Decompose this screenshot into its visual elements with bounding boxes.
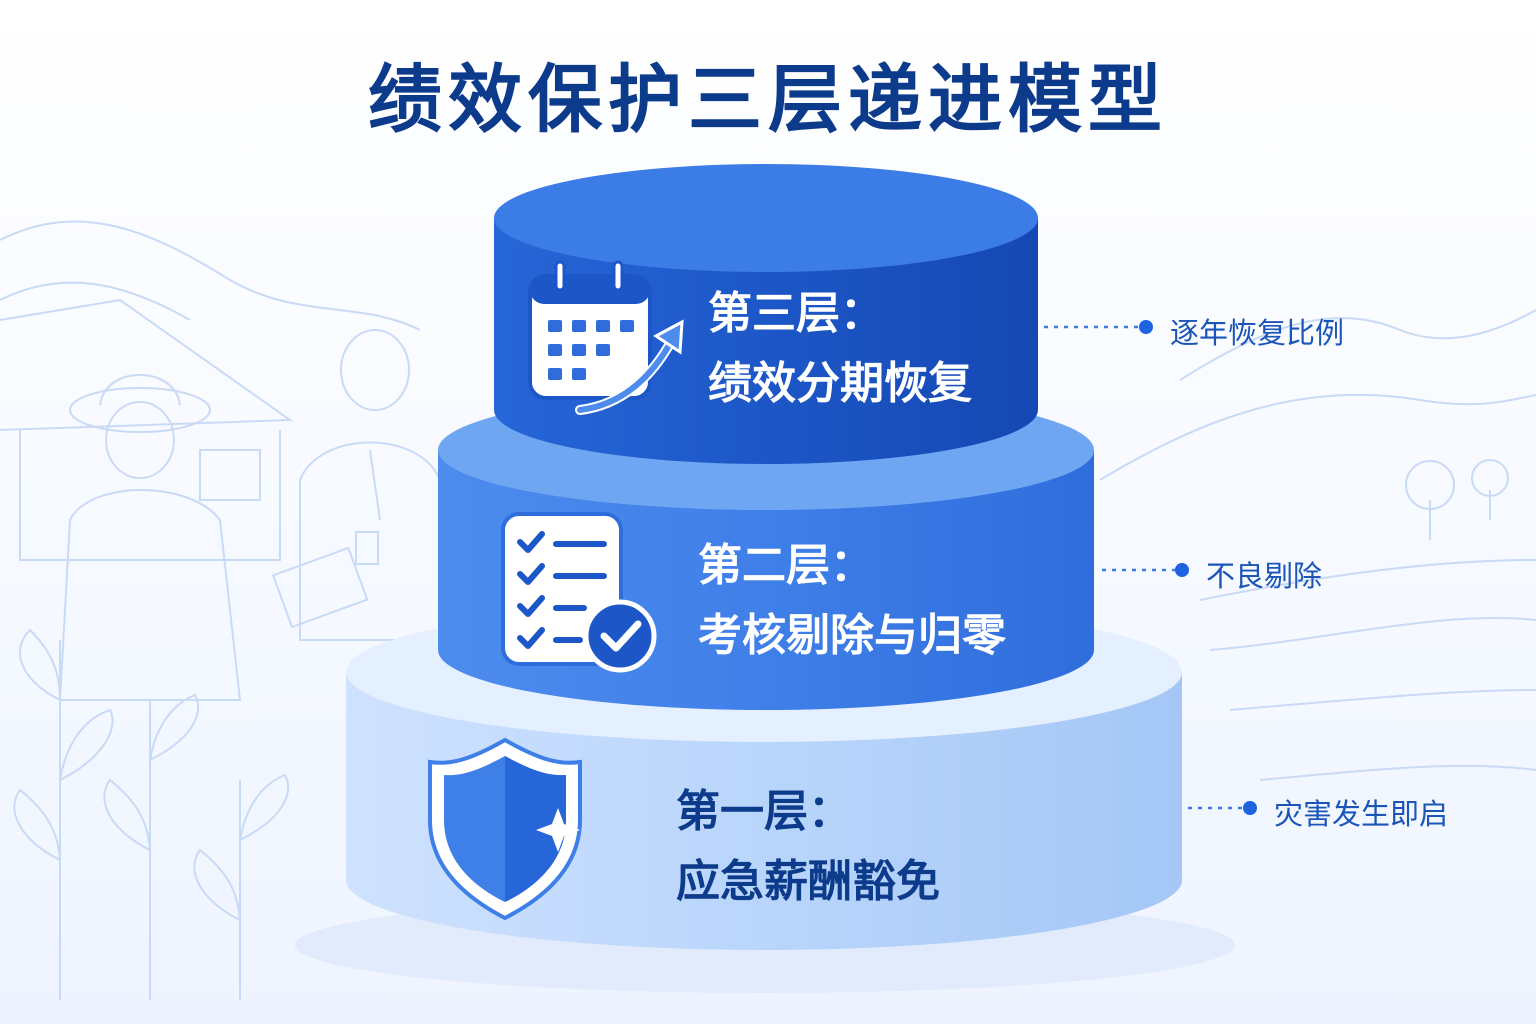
farmer-hat-brim xyxy=(69,387,211,433)
tree-crown xyxy=(1471,459,1509,497)
tier-3-label: 第三层： 绩效分期恢复 xyxy=(708,292,972,406)
plant-leaf xyxy=(59,708,114,781)
farmer-body xyxy=(58,489,242,701)
tier-3-connector xyxy=(1044,320,1153,334)
farmer-hat-top xyxy=(99,374,181,406)
tier-2-label: 第二层： 考核剔除与归零 xyxy=(698,544,1006,658)
terrace-line xyxy=(1229,689,1536,711)
tree-crown xyxy=(1405,460,1455,510)
plant-leaf xyxy=(13,788,61,861)
plant-leaf xyxy=(239,773,289,841)
terrace-line xyxy=(1259,764,1536,781)
tier-3-description: 绩效分期恢复 xyxy=(708,358,972,409)
calendar-growth-icon xyxy=(528,260,684,415)
hill-line xyxy=(0,281,191,321)
plant-leaf xyxy=(103,778,151,851)
checklist-check-icon xyxy=(501,512,657,673)
tier-2-connector xyxy=(1102,563,1189,577)
tier-2-description: 考核剔除与归零 xyxy=(698,610,1006,661)
house-window xyxy=(199,449,261,501)
tier-1-connector xyxy=(1188,801,1257,815)
house-roof xyxy=(0,298,294,431)
tier-3-name: 第三层： xyxy=(708,288,884,339)
badge xyxy=(355,531,379,565)
tier-3-note: 逐年恢复比例 xyxy=(1170,316,1345,350)
tier-1-name: 第一层： xyxy=(676,786,852,837)
hill-line xyxy=(1179,309,1536,381)
tier-2-name: 第二层： xyxy=(698,540,874,591)
shield-sparkle-icon xyxy=(428,737,582,921)
house-wall xyxy=(19,430,281,561)
plant-leaf xyxy=(149,693,199,761)
tier-1-note: 灾害发生即启 xyxy=(1274,797,1449,831)
tier-1-label: 第一层： 应急薪酬豁免 xyxy=(676,790,940,904)
officer-head xyxy=(340,329,410,411)
hill-line xyxy=(1099,393,1536,481)
page-title: 绩效保护三层递进模型 xyxy=(368,57,1168,143)
lanyard xyxy=(369,449,381,521)
farmer-head xyxy=(105,401,175,479)
plant-leaf xyxy=(19,628,61,701)
tier-1-description: 应急薪酬豁免 xyxy=(676,856,940,907)
hill-line xyxy=(0,220,421,331)
clipboard xyxy=(271,546,369,629)
terrace-line xyxy=(1209,617,1536,651)
terrace-line xyxy=(1199,559,1536,601)
plant-leaf xyxy=(193,848,241,921)
tier-2-note: 不良剔除 xyxy=(1206,559,1323,593)
